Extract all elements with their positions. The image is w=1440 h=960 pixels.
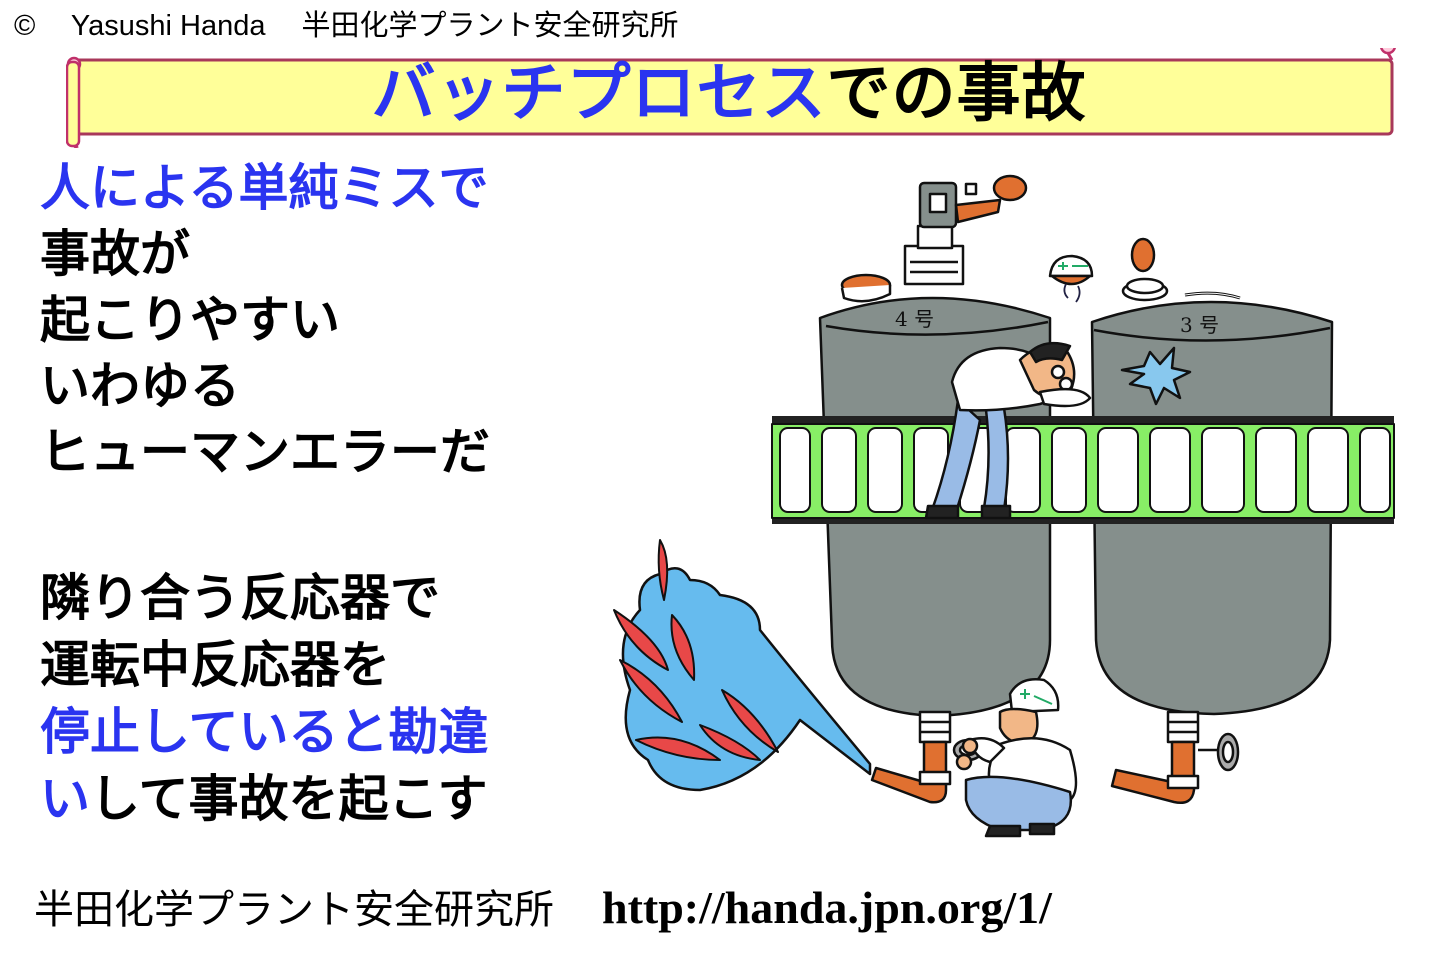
banner-title: バッチプロセスでの事故: [66, 44, 1392, 144]
organization-name: 半田化学プラント安全研究所: [301, 10, 679, 42]
text-line: 隣り合う反応器で: [40, 569, 440, 627]
text-line: 停止していると勘違: [40, 703, 489, 761]
text-line: 事故が: [40, 225, 190, 283]
reactor-4-label: 4 号: [895, 307, 934, 331]
reactor-accident-illustration: 4 号 3 号: [600, 160, 1440, 850]
author-name: Yasushi Handa: [70, 10, 266, 42]
copyright-symbol: ©: [14, 10, 36, 42]
text-block-reactor-mistake: 隣り合う反応器で 運転中反応器を 停止していると勘違 いして事故を起こす: [40, 565, 489, 833]
text-line: 運転中反応器を: [40, 636, 390, 694]
copyright-line: © Yasushi Handa 半田化学プラント安全研究所: [14, 6, 707, 46]
banner-title-rest: での事故: [826, 57, 1087, 131]
footer-url-link[interactable]: http://handa.jpn.org/1/: [602, 882, 1052, 933]
text-line-rest: して事故を起こす: [90, 770, 488, 828]
footer: 半田化学プラント安全研究所 http://handa.jpn.org/1/: [34, 880, 1052, 938]
reactor-3-label: 3 号: [1180, 313, 1219, 337]
banner-title-highlight: バッチプロセス: [371, 57, 827, 131]
reactor-illustration-icon: 4 号 3 号: [613, 174, 1395, 838]
text-line: いして事故を起こす: [40, 766, 489, 833]
footer-organization: 半田化学プラント安全研究所: [34, 887, 554, 933]
text-line: いわゆる: [40, 357, 240, 415]
scroll-banner-icon: [66, 48, 1397, 148]
text-line: 起こりやすい: [40, 291, 340, 349]
text-line: 人による単純ミスで: [40, 159, 489, 217]
text-highlight: い: [40, 770, 90, 828]
text-line: ヒューマンエラーだ: [40, 423, 490, 481]
text-block-human-error: 人による単純ミスで 事故が 起こりやすい いわゆる ヒューマンエラーだ: [40, 155, 490, 485]
title-banner: バッチプロセスでの事故: [66, 48, 1397, 148]
